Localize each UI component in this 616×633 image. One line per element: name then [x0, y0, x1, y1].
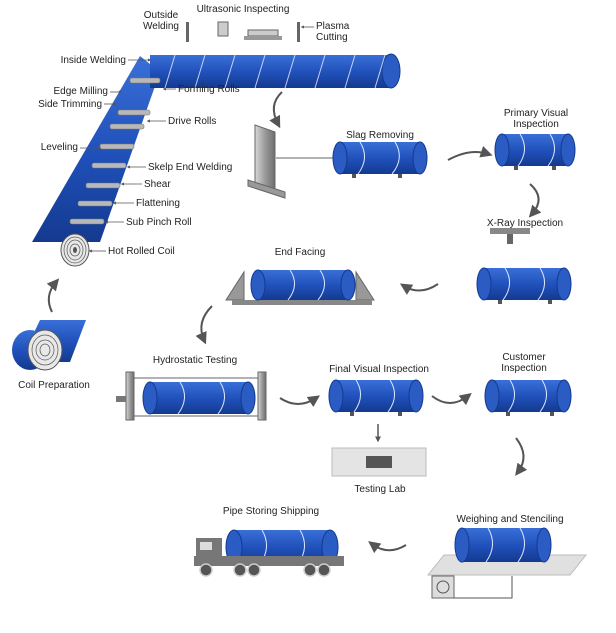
xray-inspection-label: X-Ray Inspection [486, 218, 564, 229]
plasma-cutting-label: Plasma Cutting [316, 21, 350, 43]
pipe-slag [332, 141, 428, 178]
hydrostatic-testing-label: Hydrostatic Testing [152, 355, 238, 366]
pipe-final-visual [328, 379, 424, 416]
testing-lab-icon [331, 424, 427, 477]
final-visual-inspection-label: Final Visual Inspection [329, 364, 429, 375]
shipping-truck [194, 529, 344, 577]
side-trimming-label: Side Trimming [38, 99, 102, 110]
hot-rolled-coil-label: Hot Rolled Coil [108, 246, 175, 257]
customer-inspection-label: Customer Inspection [501, 352, 547, 374]
coil-preparation-label: Coil Preparation [18, 380, 90, 391]
outside-welding-label: Outside Welding [143, 10, 179, 32]
forming-rolls-label: Forming Rolls [178, 84, 240, 95]
end-facing-label: End Facing [274, 247, 326, 258]
inside-welding-label: Inside Welding [60, 55, 126, 66]
edge-milling-label: Edge Milling [53, 86, 108, 97]
top-devices [186, 21, 300, 42]
slag-removing-label: Slag Removing [346, 130, 414, 141]
weighing-and-stenciling-label: Weighing and Stenciling [456, 514, 564, 525]
pipe-storing-shipping-label: Pipe Storing Shipping [222, 506, 320, 517]
ultrasonic-inspecting-label: Ultrasonic Inspecting [196, 4, 290, 15]
sub-pinch-roll-label: Sub Pinch Roll [126, 217, 192, 228]
weighing-station [426, 527, 588, 599]
leader-lines [80, 25, 314, 253]
skelp-end-welding-label: Skelp End Welding [148, 162, 233, 173]
leveling-label: Leveling [40, 142, 78, 153]
testing-lab-label: Testing Lab [354, 484, 406, 495]
pipe-customer [484, 379, 572, 416]
flow-arrows [46, 91, 542, 554]
pipe-xray [476, 228, 572, 304]
coil-preparation-icon [12, 320, 86, 371]
drive-rolls-label: Drive Rolls [168, 116, 217, 127]
pipe-primary-visual [494, 133, 576, 170]
pipe-hydrostatic [116, 371, 267, 421]
pipe-end-facing [225, 269, 375, 305]
flattening-label: Flattening [136, 198, 180, 209]
forming-line [32, 53, 401, 267]
primary-visual-inspection-label: Primary Visual Inspection [503, 108, 569, 130]
slag-removing-station [247, 124, 336, 199]
shear-label: Shear [144, 179, 171, 190]
